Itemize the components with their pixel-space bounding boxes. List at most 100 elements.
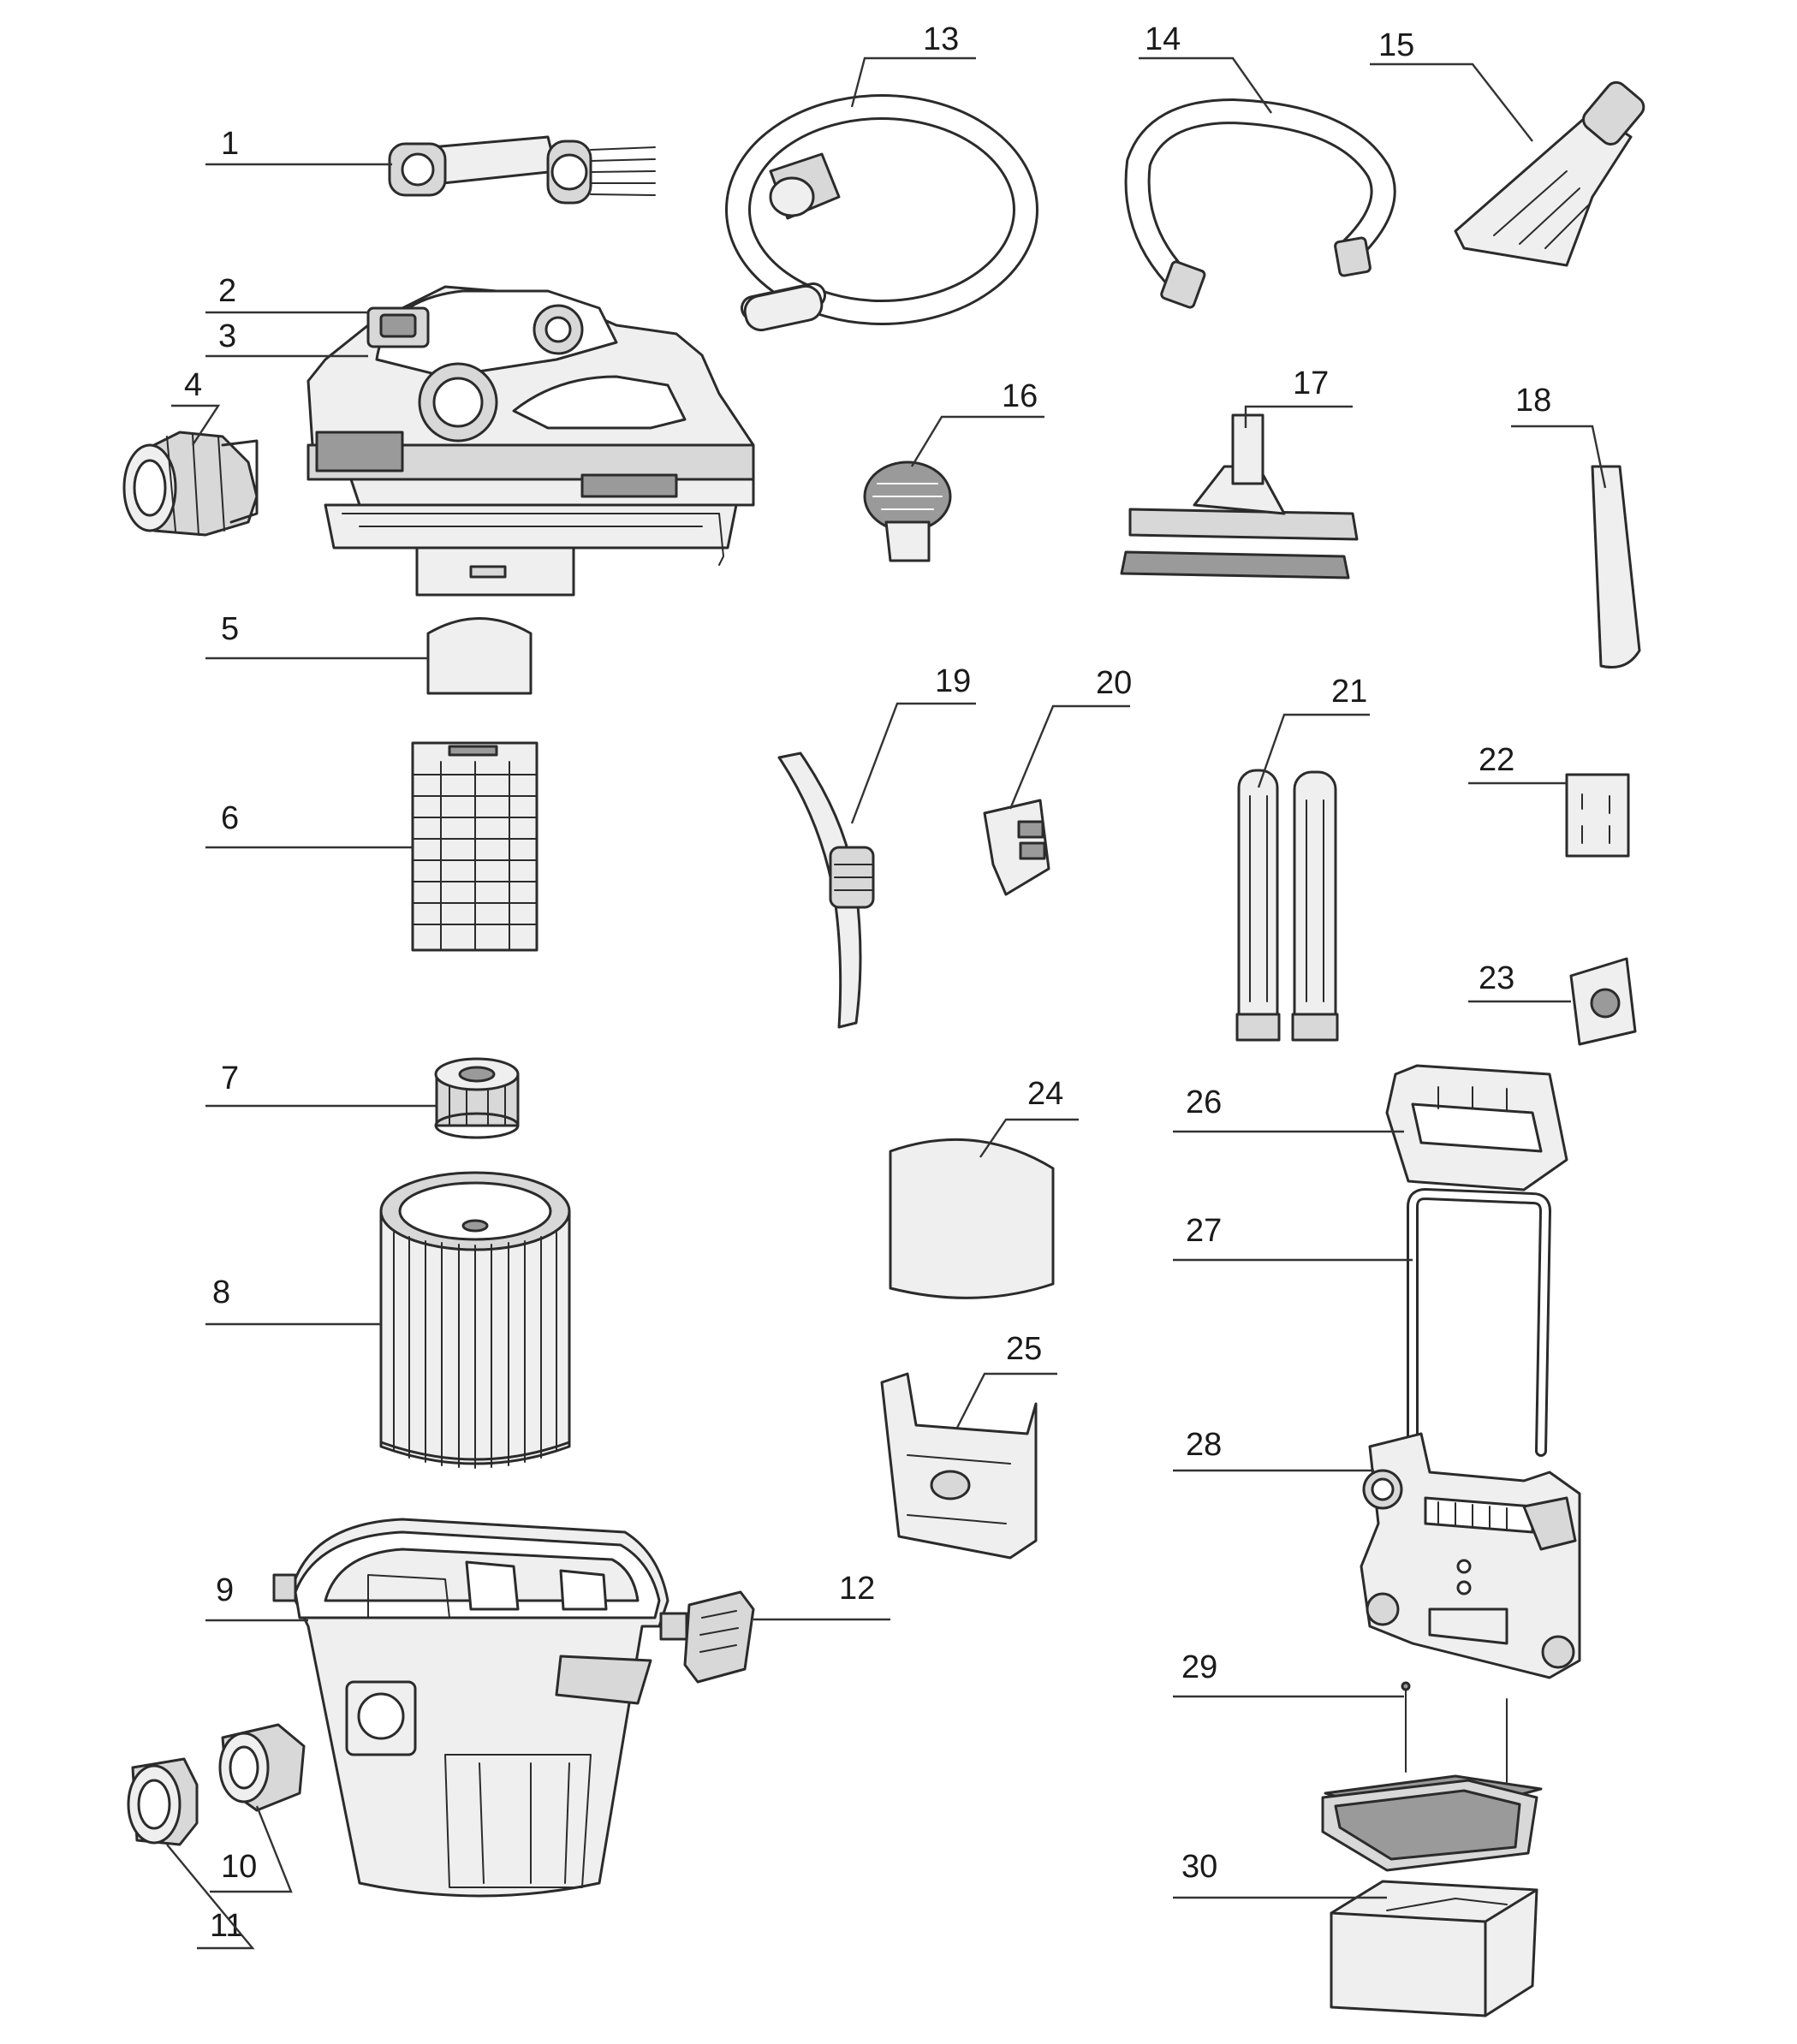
part-number-4: 4	[184, 367, 202, 403]
label-28: 28	[1173, 1427, 1374, 1472]
leader-line-13	[850, 56, 976, 108]
part-number-26: 26	[1186, 1084, 1222, 1120]
label-14: 14	[1139, 21, 1272, 114]
part-number-18: 18	[1515, 383, 1551, 419]
part-15-utility-nozzle	[1454, 80, 1645, 267]
part-8-cartridge-filter	[379, 1171, 571, 1469]
part-4-blower-nozzle	[122, 431, 259, 537]
leader-line-25	[955, 1372, 1057, 1429]
part-number-3: 3	[218, 318, 236, 354]
part-6-filter-cage	[411, 741, 539, 952]
leader-line-19	[850, 702, 976, 824]
part-number-12: 12	[839, 1571, 875, 1607]
part-3-motor-head	[306, 285, 755, 597]
part-number-7: 7	[221, 1061, 239, 1096]
part-29-tray	[1321, 1681, 1543, 1872]
label-12: 12	[753, 1571, 890, 1621]
part-14-short-hose	[1124, 98, 1396, 309]
label-29: 29	[1173, 1649, 1404, 1698]
label-9: 9	[205, 1572, 308, 1622]
part-number-27: 27	[1186, 1213, 1222, 1249]
part-number-21: 21	[1331, 674, 1367, 710]
leader-line-14	[1139, 56, 1272, 114]
part-number-17: 17	[1293, 365, 1329, 401]
label-10: 10	[210, 1805, 293, 1893]
label-6: 6	[205, 800, 413, 849]
part-25-dust-bag	[880, 1372, 1038, 1560]
label-16: 16	[910, 378, 1044, 467]
part-number-20: 20	[1096, 665, 1132, 701]
part-number-6: 6	[221, 800, 239, 836]
part-21-extension-wands	[1235, 769, 1339, 1042]
label-3: 3	[205, 318, 368, 358]
part-5-foam-filter	[426, 617, 533, 695]
part-number-2: 2	[218, 273, 236, 309]
part-27-u-handle	[1407, 1188, 1551, 1457]
label-13: 13	[850, 21, 976, 108]
part-number-23: 23	[1479, 960, 1514, 996]
part-number-19: 19	[935, 663, 971, 699]
label-18: 18	[1511, 383, 1607, 489]
leader-line-4	[171, 404, 221, 446]
part-20-tool-holder	[983, 799, 1050, 896]
part-12-cap	[683, 1590, 755, 1684]
leader-line-18	[1511, 425, 1607, 489]
label-8: 8	[205, 1275, 381, 1326]
part-1-handle	[388, 135, 656, 205]
label-5: 5	[205, 611, 428, 660]
part-30-storage-box	[1330, 1880, 1538, 2017]
label-4: 4	[171, 367, 221, 446]
label-25: 25	[955, 1331, 1057, 1429]
part-number-29: 29	[1181, 1649, 1217, 1685]
label-30: 30	[1173, 1849, 1387, 1899]
part-28-wall-bracket	[1360, 1432, 1581, 1679]
label-2: 2	[205, 273, 368, 314]
part-number-5: 5	[221, 611, 239, 647]
part-11-adapter	[127, 1757, 199, 1846]
part-number-25: 25	[1006, 1331, 1042, 1367]
part-19-hose-handle	[777, 752, 875, 1029]
leader-line-21	[1257, 713, 1370, 788]
part-number-14: 14	[1145, 21, 1181, 57]
part-number-24: 24	[1027, 1076, 1063, 1112]
label-27: 27	[1173, 1213, 1413, 1262]
part-22-screw-pack	[1565, 773, 1630, 858]
part-number-28: 28	[1186, 1427, 1222, 1463]
part-number-9: 9	[216, 1572, 234, 1608]
part-26-hose-rack	[1385, 1064, 1568, 1191]
part-number-30: 30	[1181, 1849, 1217, 1885]
part-16-brush	[863, 460, 952, 562]
label-17: 17	[1244, 365, 1353, 428]
leader-line-11	[166, 1844, 255, 1950]
label-11: 11	[166, 1844, 255, 1950]
label-22: 22	[1468, 742, 1567, 785]
leader-line-17	[1244, 405, 1353, 428]
part-24-foam-sleeve	[889, 1138, 1055, 1299]
leader-line-10	[210, 1805, 293, 1893]
part-10-adapter	[218, 1723, 306, 1812]
leader-line-15	[1370, 62, 1533, 142]
part-number-15: 15	[1378, 27, 1414, 63]
leader-line-16	[910, 415, 1044, 467]
part-23-manual	[1569, 957, 1637, 1046]
label-23: 23	[1468, 960, 1571, 1003]
label-15: 15	[1370, 27, 1533, 142]
part-9-tank	[272, 1518, 688, 1898]
part-7-float	[434, 1057, 520, 1139]
part-13-hose	[725, 94, 1038, 332]
part-number-10: 10	[221, 1849, 257, 1885]
label-1: 1	[205, 126, 392, 166]
part-number-11: 11	[210, 1908, 243, 1944]
label-7: 7	[205, 1061, 437, 1108]
label-20: 20	[1009, 665, 1132, 810]
part-18-crevice-tool	[1591, 465, 1641, 668]
part-number-13: 13	[923, 21, 959, 57]
part-17-floor-nozzle	[1120, 413, 1359, 579]
part-number-16: 16	[1002, 378, 1038, 414]
leader-line-24	[979, 1118, 1079, 1158]
part-number-22: 22	[1479, 742, 1514, 778]
label-26: 26	[1173, 1084, 1404, 1133]
label-24: 24	[979, 1076, 1079, 1158]
part-number-1: 1	[221, 126, 239, 162]
